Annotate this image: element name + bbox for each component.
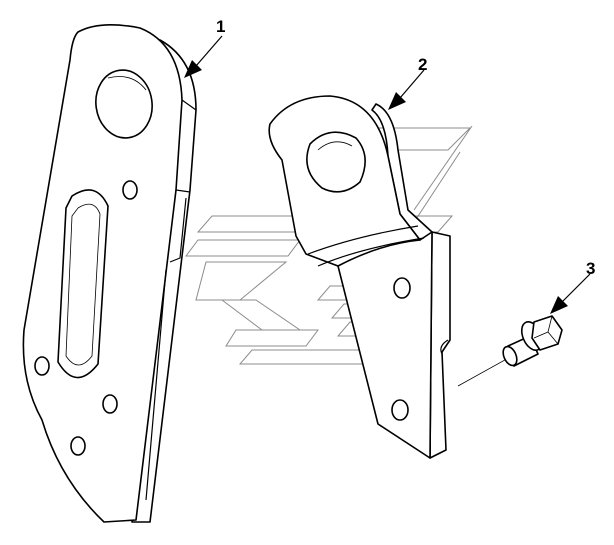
callout-2: 2	[418, 55, 427, 74]
callout-3: 3	[586, 259, 595, 278]
part-3-bolt	[502, 315, 563, 367]
part-2-bracket	[268, 95, 451, 459]
bracket-eye-hole	[306, 131, 366, 193]
bracket-hole-lower	[391, 399, 409, 421]
leader-arrows	[184, 35, 591, 314]
bolt-head	[531, 315, 563, 351]
plate-hole-left	[34, 356, 50, 376]
plate-large-hole	[95, 69, 153, 139]
assembly-centerline	[457, 355, 513, 387]
bracket-lower-leg	[337, 231, 433, 459]
bracket-hole-upper	[393, 277, 411, 299]
plate-hole-bottom	[70, 436, 86, 456]
part-1-plate	[22, 24, 197, 523]
plate-slot	[57, 189, 109, 379]
plate-hole-top	[122, 180, 138, 200]
plate-hole-mid	[102, 394, 118, 414]
callout-1: 1	[216, 17, 225, 36]
